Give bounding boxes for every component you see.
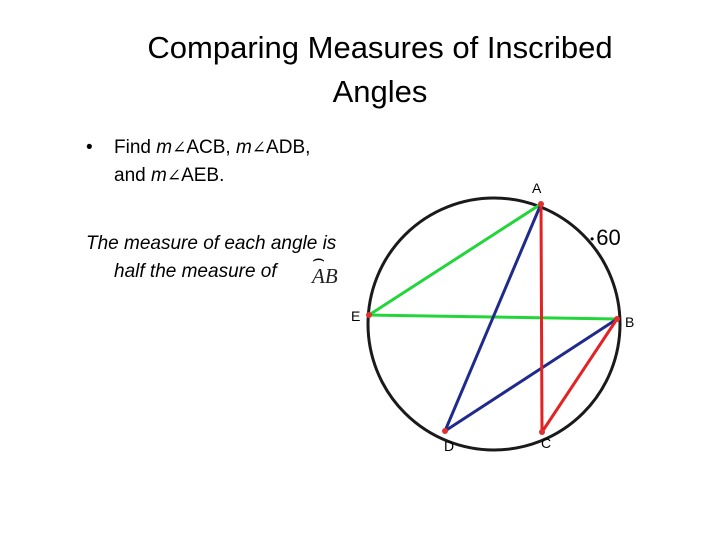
- segment-da: [443, 203, 543, 432]
- bullet-and-word: and: [114, 165, 146, 186]
- measure-m-3: m: [150, 165, 167, 186]
- segment-ca: [539, 203, 544, 433]
- point-d-label: D: [444, 438, 454, 454]
- bullet-find-angles: • Find m∠ACB, m∠ADB, and m∠AEB.: [86, 134, 386, 190]
- point-c-dot: [539, 429, 545, 435]
- bullet-find-word: Find: [114, 137, 151, 158]
- point-b-label: B: [625, 314, 634, 330]
- point-e-dot: [366, 312, 372, 318]
- point-b-dot: [614, 316, 620, 322]
- segment-cb: [540, 318, 619, 433]
- bullet-marker: •: [86, 137, 93, 158]
- slide-title: Comparing Measures of Inscribed Angles: [110, 26, 650, 114]
- point-a-dot: [538, 201, 544, 207]
- measure-m-2: m: [235, 137, 252, 158]
- arc-icon: ⌢: [312, 246, 326, 270]
- answer-value: •60: [590, 224, 621, 253]
- point-c-label: C: [541, 435, 551, 451]
- measure-m-1: m: [156, 137, 173, 158]
- angle-aeb-text: AEB.: [181, 165, 225, 186]
- point-d-dot: [442, 428, 448, 434]
- segment-ea: [368, 202, 542, 317]
- angle-adb-text: ADB,: [266, 137, 311, 158]
- note-line-1: The measure of each angle is: [86, 233, 337, 254]
- angle-icon-2: ∠: [251, 138, 267, 158]
- angle-icon-1: ∠: [172, 138, 187, 158]
- title-line-2: Angles: [332, 74, 428, 109]
- point-e-label: E: [351, 308, 360, 324]
- segment-db: [444, 317, 618, 433]
- arc-ab-label: AB: [312, 264, 338, 288]
- title-line-1: Comparing Measures of Inscribed: [147, 30, 613, 65]
- answer-number: 60: [596, 225, 621, 250]
- angle-icon-3: ∠: [166, 166, 182, 186]
- answer-bullet-marker: •: [590, 232, 595, 247]
- point-a-label: A: [532, 180, 542, 196]
- circle: [366, 196, 622, 452]
- angle-acb-text: ACB,: [186, 137, 231, 158]
- note-line-2: half the measure of: [114, 261, 277, 282]
- half-measure-note: The measure of each angle is half the me…: [86, 230, 386, 286]
